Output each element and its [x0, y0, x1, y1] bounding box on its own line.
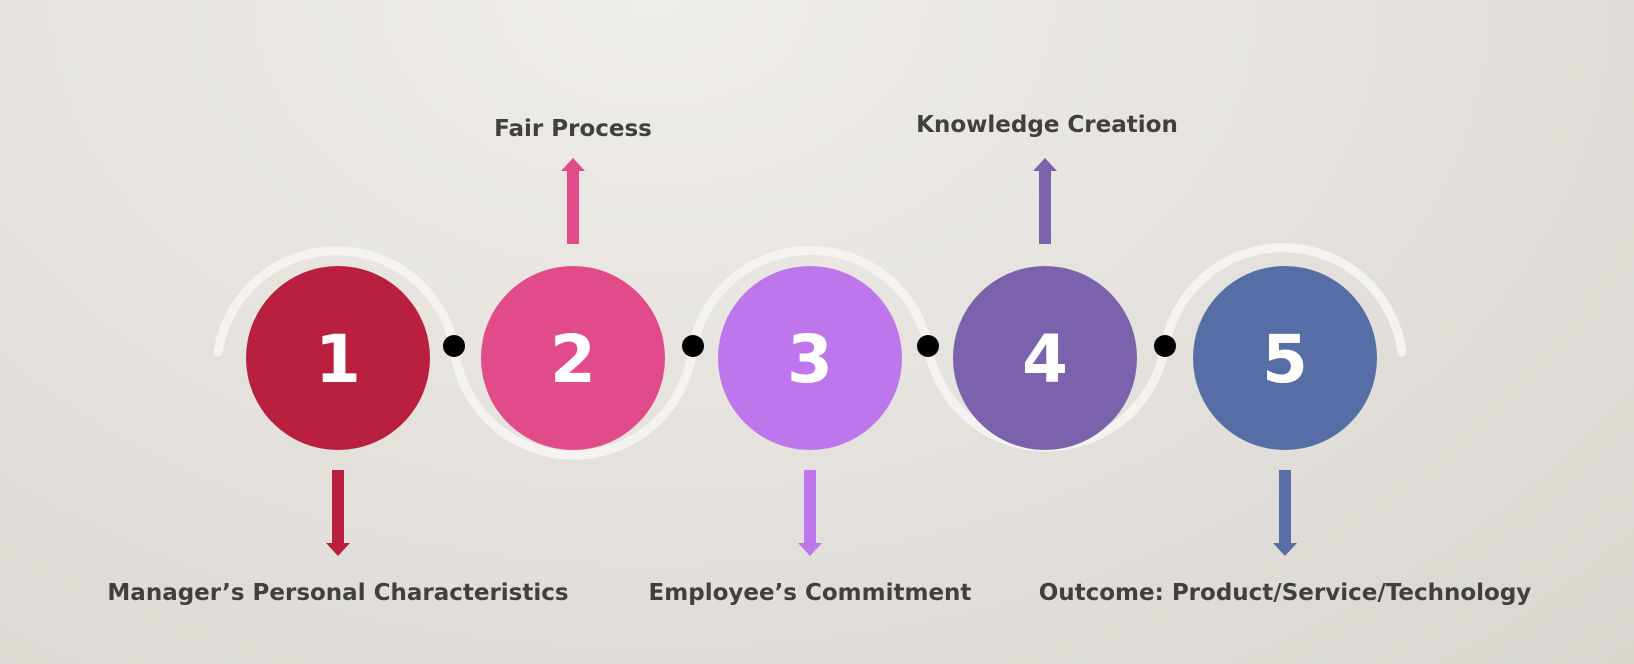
step-3: 3 Employee’s Commitment — [649, 266, 972, 606]
step-circle-4 — [953, 266, 1137, 450]
connector-dot — [917, 335, 939, 357]
track-arc-3 — [688, 245, 933, 351]
step-circle-5 — [1193, 266, 1377, 450]
step-circle-1 — [246, 266, 430, 450]
step-number-3: 3 — [787, 321, 833, 398]
step-number-4: 4 — [1022, 321, 1068, 398]
connector-dot — [682, 335, 704, 357]
step-label-5: Outcome: Product/Service/Technology — [1039, 580, 1532, 606]
arrow-down-icon — [326, 470, 350, 556]
connector-dot — [443, 335, 465, 357]
step-label-3: Employee’s Commitment — [649, 580, 972, 606]
arrow-down-icon — [798, 470, 822, 556]
step-number-5: 5 — [1262, 321, 1308, 398]
track-arc-1 — [213, 246, 459, 357]
step-label-4: Knowledge Creation — [916, 112, 1178, 138]
step-label-1: Manager’s Personal Characteristics — [107, 580, 568, 606]
connector-dots — [443, 335, 1176, 357]
step-label-2: Fair Process — [494, 116, 652, 142]
track-arc-2 — [449, 341, 698, 460]
arrow-up-icon — [561, 158, 585, 244]
serpentine-track — [213, 243, 1407, 460]
step-5: 5 Outcome: Product/Service/Technology — [1039, 266, 1532, 606]
arrow-down-icon — [1273, 470, 1297, 556]
step-number-1: 1 — [315, 321, 361, 398]
step-4: 4 Knowledge Creation — [916, 112, 1178, 450]
step-2: 2 Fair Process — [481, 116, 665, 450]
track-arc-5 — [1160, 243, 1407, 357]
connector-dot — [1154, 335, 1176, 357]
arrow-up-icon — [1033, 158, 1057, 244]
step-1: 1 Manager’s Personal Characteristics — [107, 266, 569, 606]
step-circle-2 — [481, 266, 665, 450]
step-number-2: 2 — [550, 321, 596, 398]
step-circle-3 — [718, 266, 902, 450]
